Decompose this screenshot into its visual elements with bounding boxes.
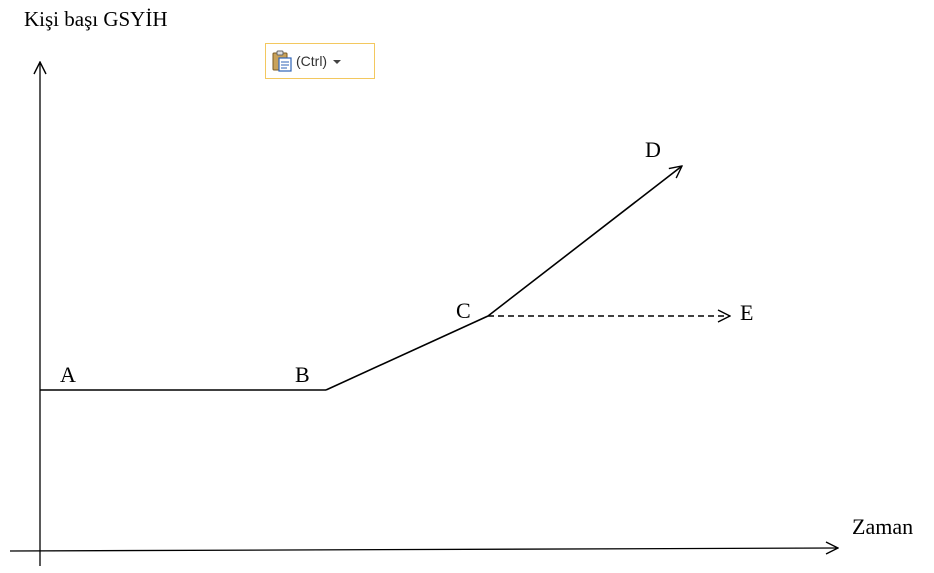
x-axis-label: Zaman — [852, 514, 913, 539]
segment-c-d — [487, 166, 682, 317]
chevron-down-icon — [333, 60, 342, 64]
point-label-c: C — [456, 298, 471, 323]
point-label-e: E — [740, 300, 753, 325]
segment-b-c — [325, 315, 489, 391]
clipboard-paste-icon — [272, 50, 292, 72]
paste-options-button[interactable]: (Ctrl) — [265, 43, 375, 79]
point-label-b: B — [295, 362, 310, 387]
y-axis-label: Kişi başı GSYİH — [24, 7, 168, 31]
x-axis — [9, 548, 838, 551]
point-label-a: A — [60, 362, 76, 387]
point-label-d: D — [645, 137, 661, 162]
paste-options-label: (Ctrl) — [296, 53, 328, 69]
